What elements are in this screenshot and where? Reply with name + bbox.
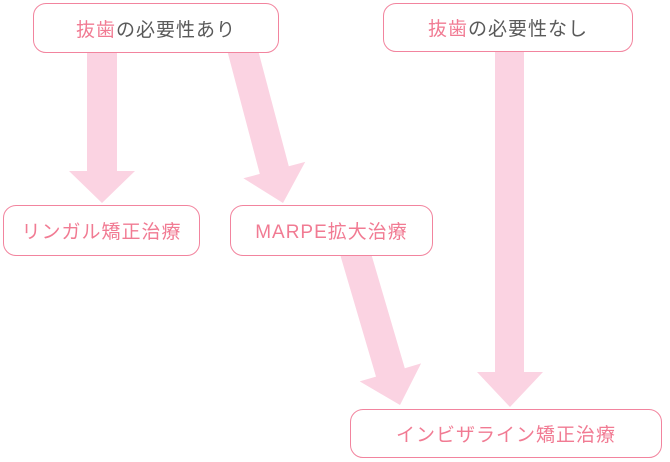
node-marpe-treatment: MARPE拡大治療 <box>230 205 433 256</box>
node-extraction-not-needed-highlight: 抜歯 <box>427 19 468 40</box>
arrow-extraction-needed-to-marpe <box>227 44 306 204</box>
node-lingual-treatment: リンガル矯正治療 <box>3 205 200 256</box>
node-lingual-label: リンガル矯正治療 <box>21 222 182 243</box>
node-marpe-label: MARPE拡大治療 <box>255 222 408 243</box>
arrow-marpe-to-invisalign <box>340 247 422 405</box>
arrow-extraction-needed-to-lingual <box>69 40 135 203</box>
node-extraction-needed-rest: の必要性あり <box>116 19 237 41</box>
node-extraction-needed: 抜歯の必要性あり <box>33 3 279 53</box>
arrow-extraction-not-needed-to-invisalign <box>477 40 543 407</box>
node-extraction-not-needed: 抜歯の必要性なし <box>383 3 633 52</box>
node-extraction-needed-highlight: 抜歯 <box>75 19 116 41</box>
node-extraction-not-needed-rest: の必要性なし <box>468 19 589 40</box>
node-invisalign-treatment: インビザライン矯正治療 <box>350 409 662 458</box>
node-invisalign-label: インビザライン矯正治療 <box>395 425 616 446</box>
